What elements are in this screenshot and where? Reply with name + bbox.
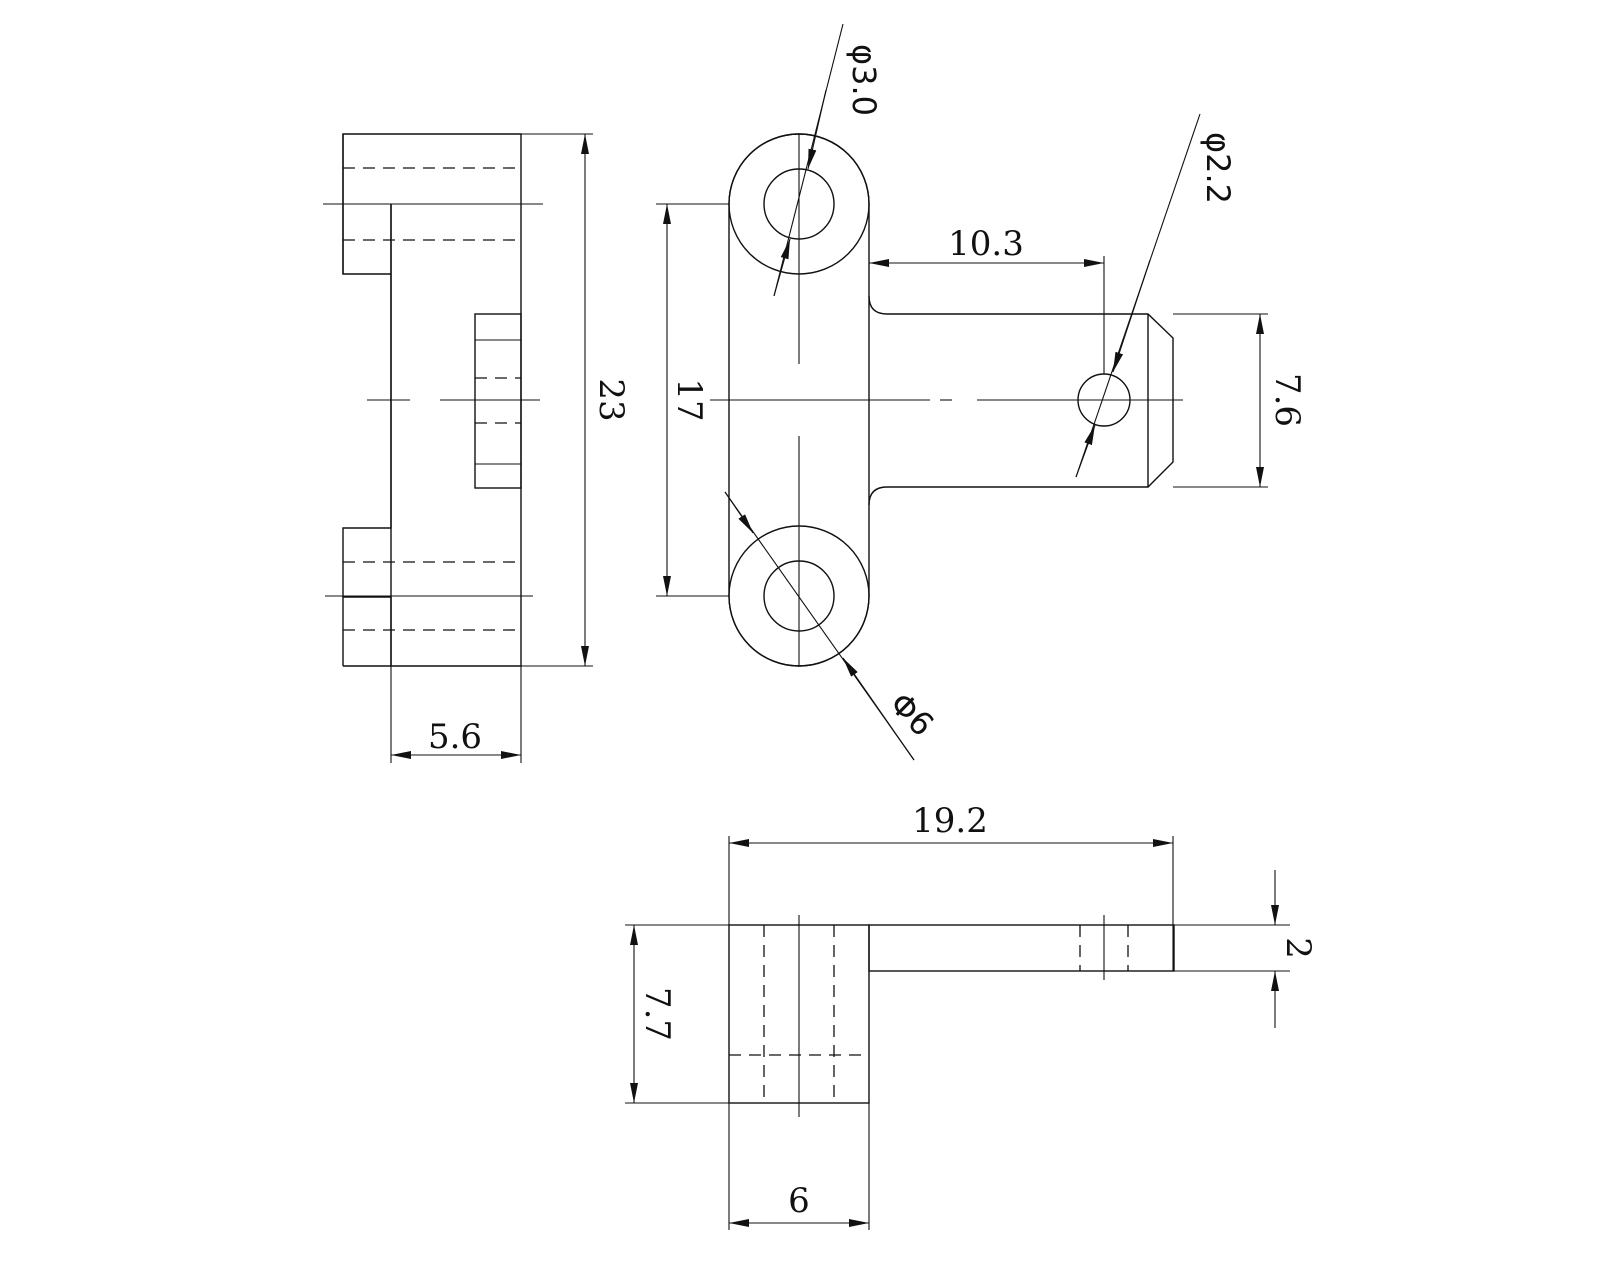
dim-boss-height: 7.7 [637, 987, 677, 1041]
dim-boss-width: 6 [788, 1181, 810, 1221]
front-view: 19.2 2 7.7 6 [625, 801, 1318, 1230]
top-view: 17 φ3.0 10.3 φ2.2 7.6 Φ6 [656, 23, 1307, 761]
dim-arm-offset: 10.3 [948, 224, 1024, 264]
dim-arm-width: 7.6 [1267, 373, 1307, 427]
dim-hole-large-dia: φ3.0 [845, 44, 883, 116]
dim-side-height: 23 [591, 378, 631, 421]
dim-pin-hole-dia: φ2.2 [1199, 132, 1237, 204]
dim-arm-thickness: 2 [1278, 937, 1318, 959]
dim-hole-spacing: 17 [669, 378, 709, 421]
side-view: 23 5.6 [323, 133, 631, 763]
dim-boss-dia: Φ6 [882, 685, 941, 744]
dim-side-width: 5.6 [428, 717, 482, 757]
dim-overall-length: 19.2 [912, 801, 988, 841]
